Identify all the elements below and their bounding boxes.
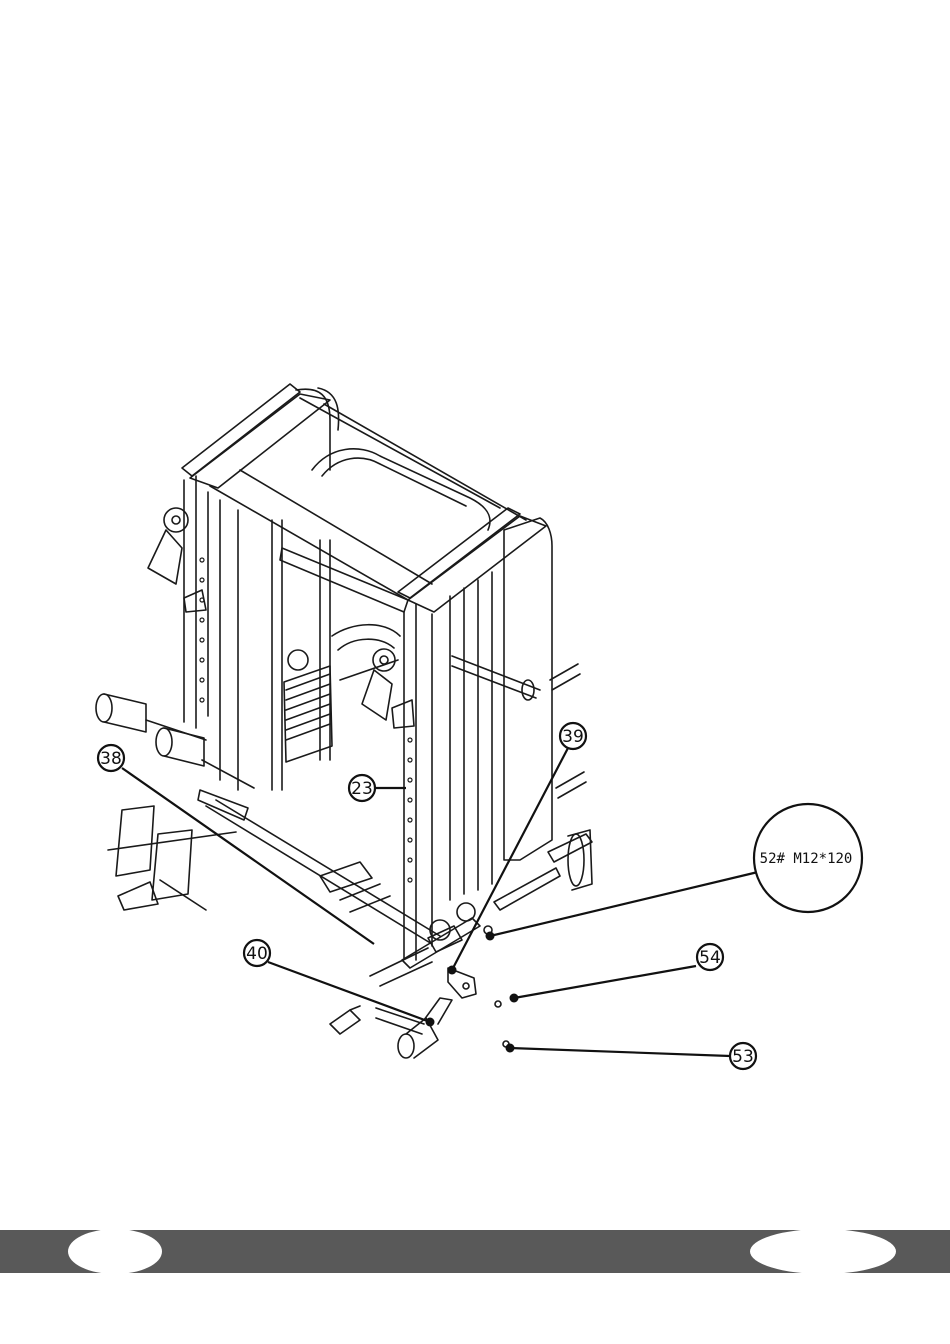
callout-53-label: 53 xyxy=(732,1047,754,1067)
footer-page-oval-right xyxy=(750,1229,896,1274)
footer-page-oval-left xyxy=(68,1229,162,1274)
callout-53: 53 xyxy=(730,1043,756,1069)
hardware-spec-label: 52# M12*120 xyxy=(760,851,853,867)
callout-39-label: 39 xyxy=(562,727,584,747)
callout-39: 39 xyxy=(560,723,586,749)
hardware-spec-bubble: 52# M12*120 xyxy=(754,804,862,912)
foot-plates xyxy=(108,806,236,910)
weight-stack xyxy=(284,650,332,762)
callout-40: 40 xyxy=(244,940,270,966)
right-hole-column xyxy=(408,738,412,882)
callout-38: 38 xyxy=(98,745,124,771)
leader-lines xyxy=(122,748,758,1056)
callout-54: 54 xyxy=(697,944,723,970)
left-hole-column xyxy=(200,558,204,702)
callout-40-label: 40 xyxy=(246,944,268,964)
callout-23-label: 23 xyxy=(351,779,373,799)
callout-23: 23 xyxy=(349,775,375,801)
smith-machine-drawing xyxy=(96,384,592,1058)
callout-54-label: 54 xyxy=(699,948,721,968)
callout-38-label: 38 xyxy=(100,749,122,769)
